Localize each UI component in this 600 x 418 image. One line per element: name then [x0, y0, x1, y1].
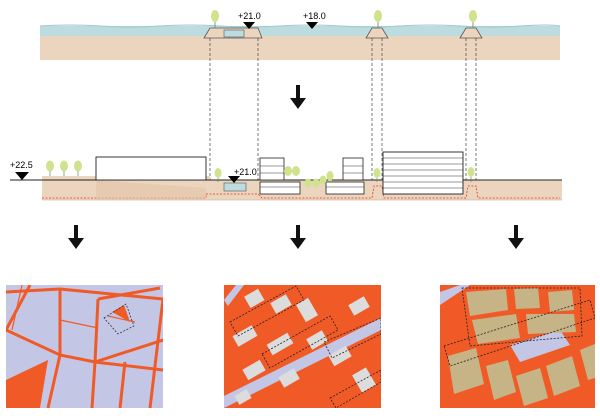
plan-c-road — [440, 285, 470, 305]
level-marker-icon — [228, 176, 240, 183]
plan-a-dashed-plot — [103, 303, 135, 335]
mid-ground-slope — [96, 180, 206, 200]
plan-a-wedge — [6, 360, 48, 408]
top-section: +21.0 +18.0 — [39, 10, 561, 60]
tree-icon — [374, 10, 382, 22]
tree-icon — [319, 175, 327, 185]
level-marker-icon — [243, 22, 255, 29]
tree-icon — [211, 10, 219, 22]
plan-b-road — [224, 318, 381, 408]
top-dike-3 — [459, 27, 483, 39]
tree-icon — [304, 178, 312, 188]
connector-lines — [209, 38, 477, 182]
arrow-down-icon — [68, 225, 84, 249]
building-mid-2-base — [325, 181, 365, 195]
plan-urban-blocks — [224, 285, 381, 408]
level-marker-icon — [15, 172, 29, 180]
top-dike-channel — [223, 29, 245, 38]
tree-icon — [326, 171, 334, 181]
building-tall — [382, 151, 464, 195]
tree-icon — [469, 10, 477, 22]
arrow-down-icon — [290, 225, 306, 249]
building-long — [95, 156, 207, 181]
middle-section: +22.5 +21.0 — [10, 151, 562, 201]
tree-icon — [214, 168, 222, 178]
arrow-down-icon — [508, 225, 524, 249]
tree-icon — [467, 167, 475, 177]
level-label-top-water: +18.0 — [303, 11, 326, 21]
tree-icon — [373, 168, 381, 178]
plan-urban-blocks-alt — [440, 285, 595, 408]
level-label-mid-left: +22.5 — [10, 160, 33, 170]
level-marker-icon — [306, 22, 318, 29]
tree-icon — [292, 166, 300, 176]
building-mid-1-base — [259, 181, 301, 195]
tree-icon — [46, 160, 54, 172]
plan-existing — [6, 285, 163, 408]
arrow-down-icon — [290, 85, 306, 109]
building-mid-2 — [342, 157, 364, 181]
level-label-mid-canal: +21.0 — [234, 167, 257, 177]
building-mid-1 — [259, 157, 285, 181]
top-water — [40, 26, 560, 36]
plan-a-triangle — [112, 305, 130, 322]
mid-red-line — [42, 185, 560, 199]
tree-icon — [74, 160, 82, 172]
level-label-top-dike: +21.0 — [238, 11, 261, 21]
tree-icon — [60, 160, 68, 172]
tree-icon — [284, 166, 292, 176]
top-dike-2 — [365, 27, 389, 39]
tree-icon — [312, 178, 320, 188]
mid-canal — [223, 182, 247, 192]
